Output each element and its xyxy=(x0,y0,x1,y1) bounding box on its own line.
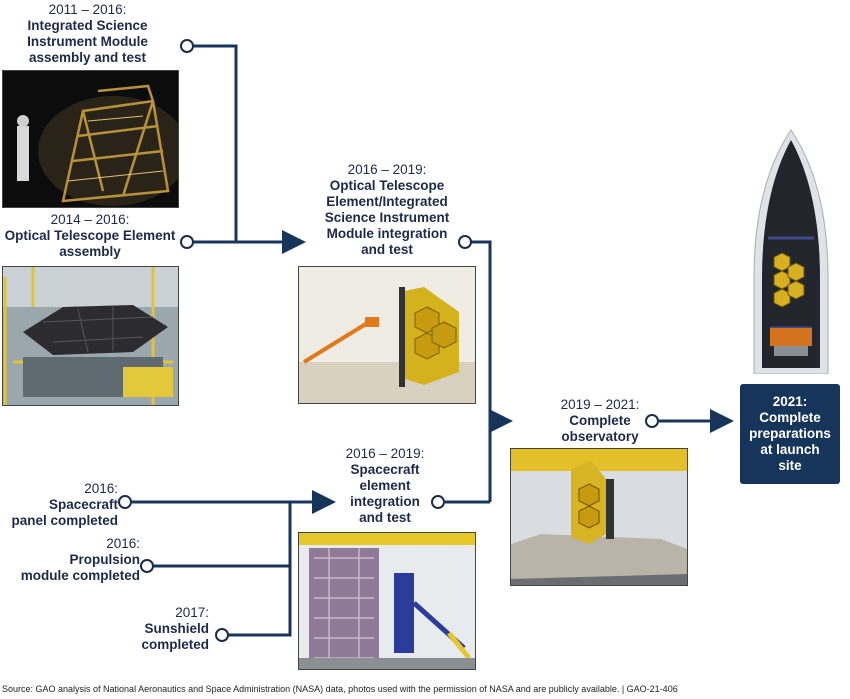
sunshield-label: 2017: Sunshield completed xyxy=(80,605,209,653)
observatory-label: 2019 – 2021: Complete observatory xyxy=(545,397,655,445)
otis-label: 2016 – 2019: Optical Telescope Element/I… xyxy=(312,162,462,258)
sc-panel-title-line: panel completed xyxy=(11,513,118,528)
propulsion-label: 2016: Propulsion module completed xyxy=(0,536,140,584)
sc-panel-label: 2016: Spacecraft panel completed xyxy=(0,481,118,529)
otis-node xyxy=(458,235,472,249)
ote-title-line: Optical Telescope Element xyxy=(4,228,176,243)
sc-element-photo-art xyxy=(299,533,475,669)
otis-title-line: Optical Telescope xyxy=(329,178,445,193)
propulsion-years: 2016: xyxy=(106,536,140,551)
propulsion-title-line: Propulsion xyxy=(69,552,141,567)
launch-title-line: at launch xyxy=(760,442,820,457)
source-note: Source: GAO analysis of National Aeronau… xyxy=(2,684,678,694)
launch-years: 2021: xyxy=(772,394,808,409)
sc-panel-title-line: Spacecraft xyxy=(48,497,118,512)
otis-years: 2016 – 2019: xyxy=(347,162,427,177)
sc-element-title-line: integration xyxy=(350,494,420,509)
sc-element-title-line: Spacecraft xyxy=(350,462,420,477)
sunshield-title-line: Sunshield xyxy=(144,621,209,636)
isim-connector xyxy=(193,44,238,242)
ote-title-line: assembly xyxy=(59,244,121,259)
ote-years: 2014 – 2016: xyxy=(50,212,130,227)
ote-photo-art xyxy=(3,267,178,405)
otis-title-line: Element/Integrated xyxy=(326,194,448,209)
sc-element-title-line: and test xyxy=(359,510,411,525)
isim-title-line: assembly and test xyxy=(28,50,147,65)
sc-element-photo xyxy=(298,532,476,670)
isim-node xyxy=(180,39,194,53)
launch-title-line: preparations xyxy=(749,426,831,441)
observatory-title-line: observatory xyxy=(561,429,639,444)
launch-title-line: site xyxy=(778,458,802,473)
otis-title-line: and test xyxy=(361,242,413,257)
sc-element-label: 2016 – 2019: Spacecraft element integrat… xyxy=(330,446,440,526)
sc-element-years: 2016 – 2019: xyxy=(345,446,425,461)
sunshield-title-line: completed xyxy=(141,637,209,652)
sunshield-node xyxy=(215,628,229,642)
isim-photo-art xyxy=(3,71,178,207)
observatory-photo-art xyxy=(511,449,687,585)
launch-fairing-illustration xyxy=(752,128,830,375)
isim-photo xyxy=(2,70,179,208)
isim-title-line: Instrument Module xyxy=(27,34,148,49)
isim-title-line: Integrated Science xyxy=(27,18,148,33)
observatory-years: 2019 – 2021: xyxy=(560,397,640,412)
fairing-art xyxy=(753,129,829,375)
propulsion-node xyxy=(140,559,154,573)
ote-label: 2014 – 2016: Optical Telescope Element a… xyxy=(0,212,180,260)
otis-photo-art xyxy=(299,267,475,403)
isim-label: 2011 – 2016: Integrated Science Instrume… xyxy=(10,2,165,66)
observatory-node xyxy=(645,414,659,428)
sc-element-title-line: element xyxy=(359,478,411,493)
sc-panel-years: 2016: xyxy=(84,481,118,496)
otis-title-line: Module integration xyxy=(326,226,448,241)
sc-element-node xyxy=(431,495,445,509)
launch-milestone-box: 2021: Complete preparations at launch si… xyxy=(740,384,840,484)
ote-node xyxy=(180,235,194,249)
launch-title-line: Complete xyxy=(759,410,821,425)
sunshield-years: 2017: xyxy=(175,605,209,620)
propulsion-title-line: module completed xyxy=(20,568,140,583)
sc-panel-node xyxy=(118,495,132,509)
observatory-photo xyxy=(510,448,688,586)
ote-photo xyxy=(2,266,179,406)
otis-title-line: Science Instrument xyxy=(324,210,450,225)
otis-photo xyxy=(298,266,476,404)
sunshield-connector xyxy=(228,502,292,637)
observatory-title-line: Complete xyxy=(569,413,631,428)
isim-years: 2011 – 2016: xyxy=(48,2,127,17)
